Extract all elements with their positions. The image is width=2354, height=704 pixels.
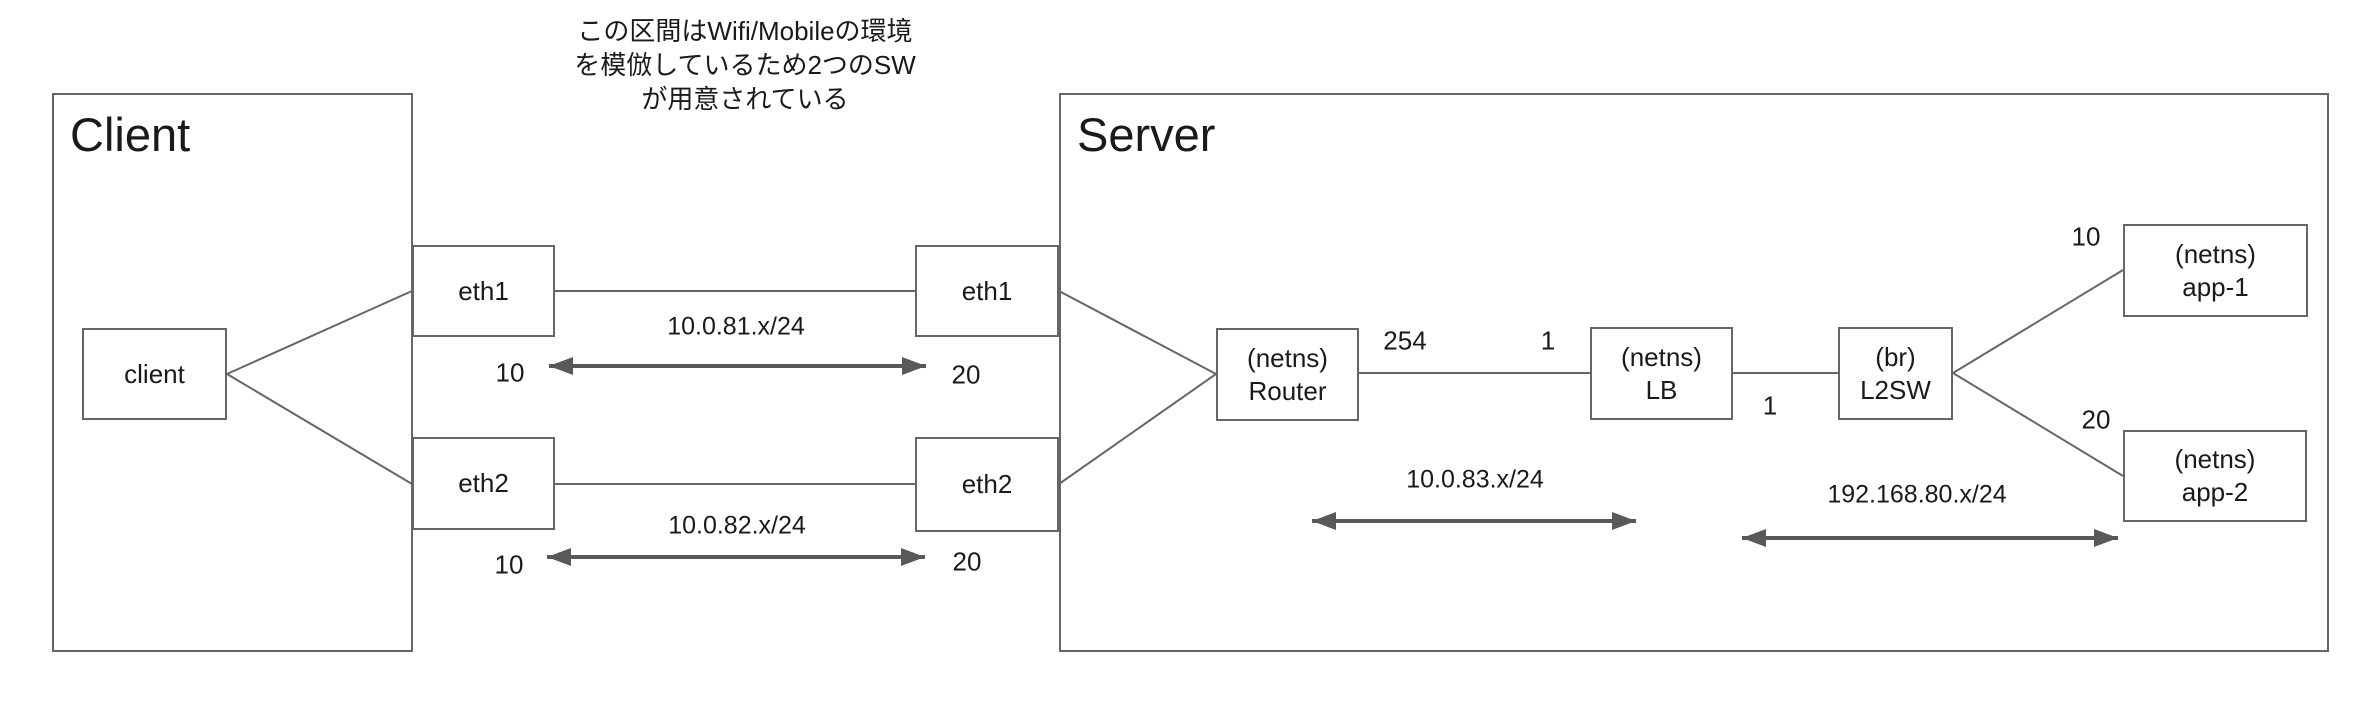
lb-l2sw-host-label: 1 xyxy=(1762,390,1778,421)
eth2-subnet-label: 10.0.82.x/24 xyxy=(668,511,806,540)
l2sw-to-app2-edge xyxy=(1952,372,2124,477)
l2sw-node-kind: (br) xyxy=(1875,341,1916,372)
client-node: client xyxy=(82,328,227,420)
l2sw-node-name: L2SW xyxy=(1860,374,1931,405)
eth2-client-host-label: 10 xyxy=(494,549,524,580)
lb-host-label: 1 xyxy=(1540,325,1556,356)
l2sw-to-app1-edge xyxy=(1952,269,2124,374)
router-host-label: 254 xyxy=(1383,325,1427,356)
eth1-client-host-label: 10 xyxy=(495,357,525,388)
app1-node-name: app-1 xyxy=(2182,271,2249,302)
server-eth2-node: eth2 xyxy=(915,437,1059,532)
eth1-server-host-label: 20 xyxy=(951,359,981,390)
app1-node-kind: (netns) xyxy=(2175,238,2256,269)
annotation-line-1: この区間はWifi/Mobileの環境 xyxy=(577,16,913,46)
annotation-line-3: が用意されている xyxy=(641,84,849,114)
server-eth2-to-router-edge xyxy=(1058,373,1217,485)
client-eth2-node: eth2 xyxy=(412,437,555,530)
l2sw-subnet-label: 192.168.80.x/24 xyxy=(1827,480,2007,509)
eth1-subnet-label: 10.0.81.x/24 xyxy=(667,312,805,341)
client-container-title: Client xyxy=(70,108,191,161)
client-to-eth2-edge xyxy=(226,373,413,485)
router-node-kind: (netns) xyxy=(1247,342,1328,373)
router-lb-subnet-label: 10.0.83.x/24 xyxy=(1406,465,1544,494)
client-eth1-node-label: eth1 xyxy=(458,275,509,306)
server-container-title: Server xyxy=(1077,108,1216,161)
client-eth2-node-label: eth2 xyxy=(458,468,509,498)
router-node: (netns) Router xyxy=(1216,328,1359,421)
server-eth2-node-label: eth2 xyxy=(961,469,1013,499)
server-eth1-node-label: eth1 xyxy=(961,275,1013,306)
lb-node-kind: (netns) xyxy=(1621,341,1702,372)
lb-node: (netns) LB xyxy=(1590,327,1733,420)
app1-node: (netns) app-1 xyxy=(2123,224,2308,317)
app2-node-kind: (netns) xyxy=(2174,444,2256,474)
app2-node-name: app-2 xyxy=(2181,477,2249,507)
server-eth1-to-router-edge xyxy=(1058,290,1217,375)
app1-host-label: 10 xyxy=(2071,221,2101,252)
router-node-name: Router xyxy=(1248,375,1327,406)
lb-node-name: LB xyxy=(1645,374,1678,405)
client-to-eth1-edge xyxy=(226,290,413,375)
l2sw-node: (br) L2SW xyxy=(1838,327,1953,420)
server-eth1-node: eth1 xyxy=(915,245,1059,337)
app2-node: (netns) app-2 xyxy=(2123,430,2307,522)
annotation-line-2: を模倣しているため2つのSW xyxy=(574,50,916,80)
eth2-server-host-label: 20 xyxy=(952,546,982,577)
app2-host-label: 20 xyxy=(2081,404,2111,435)
client-node-label: client xyxy=(124,358,185,389)
annotation-note: この区間はWifi/Mobileの環境 を模倣しているため2つのSW が用意され… xyxy=(574,14,916,116)
client-eth1-node: eth1 xyxy=(412,245,555,337)
